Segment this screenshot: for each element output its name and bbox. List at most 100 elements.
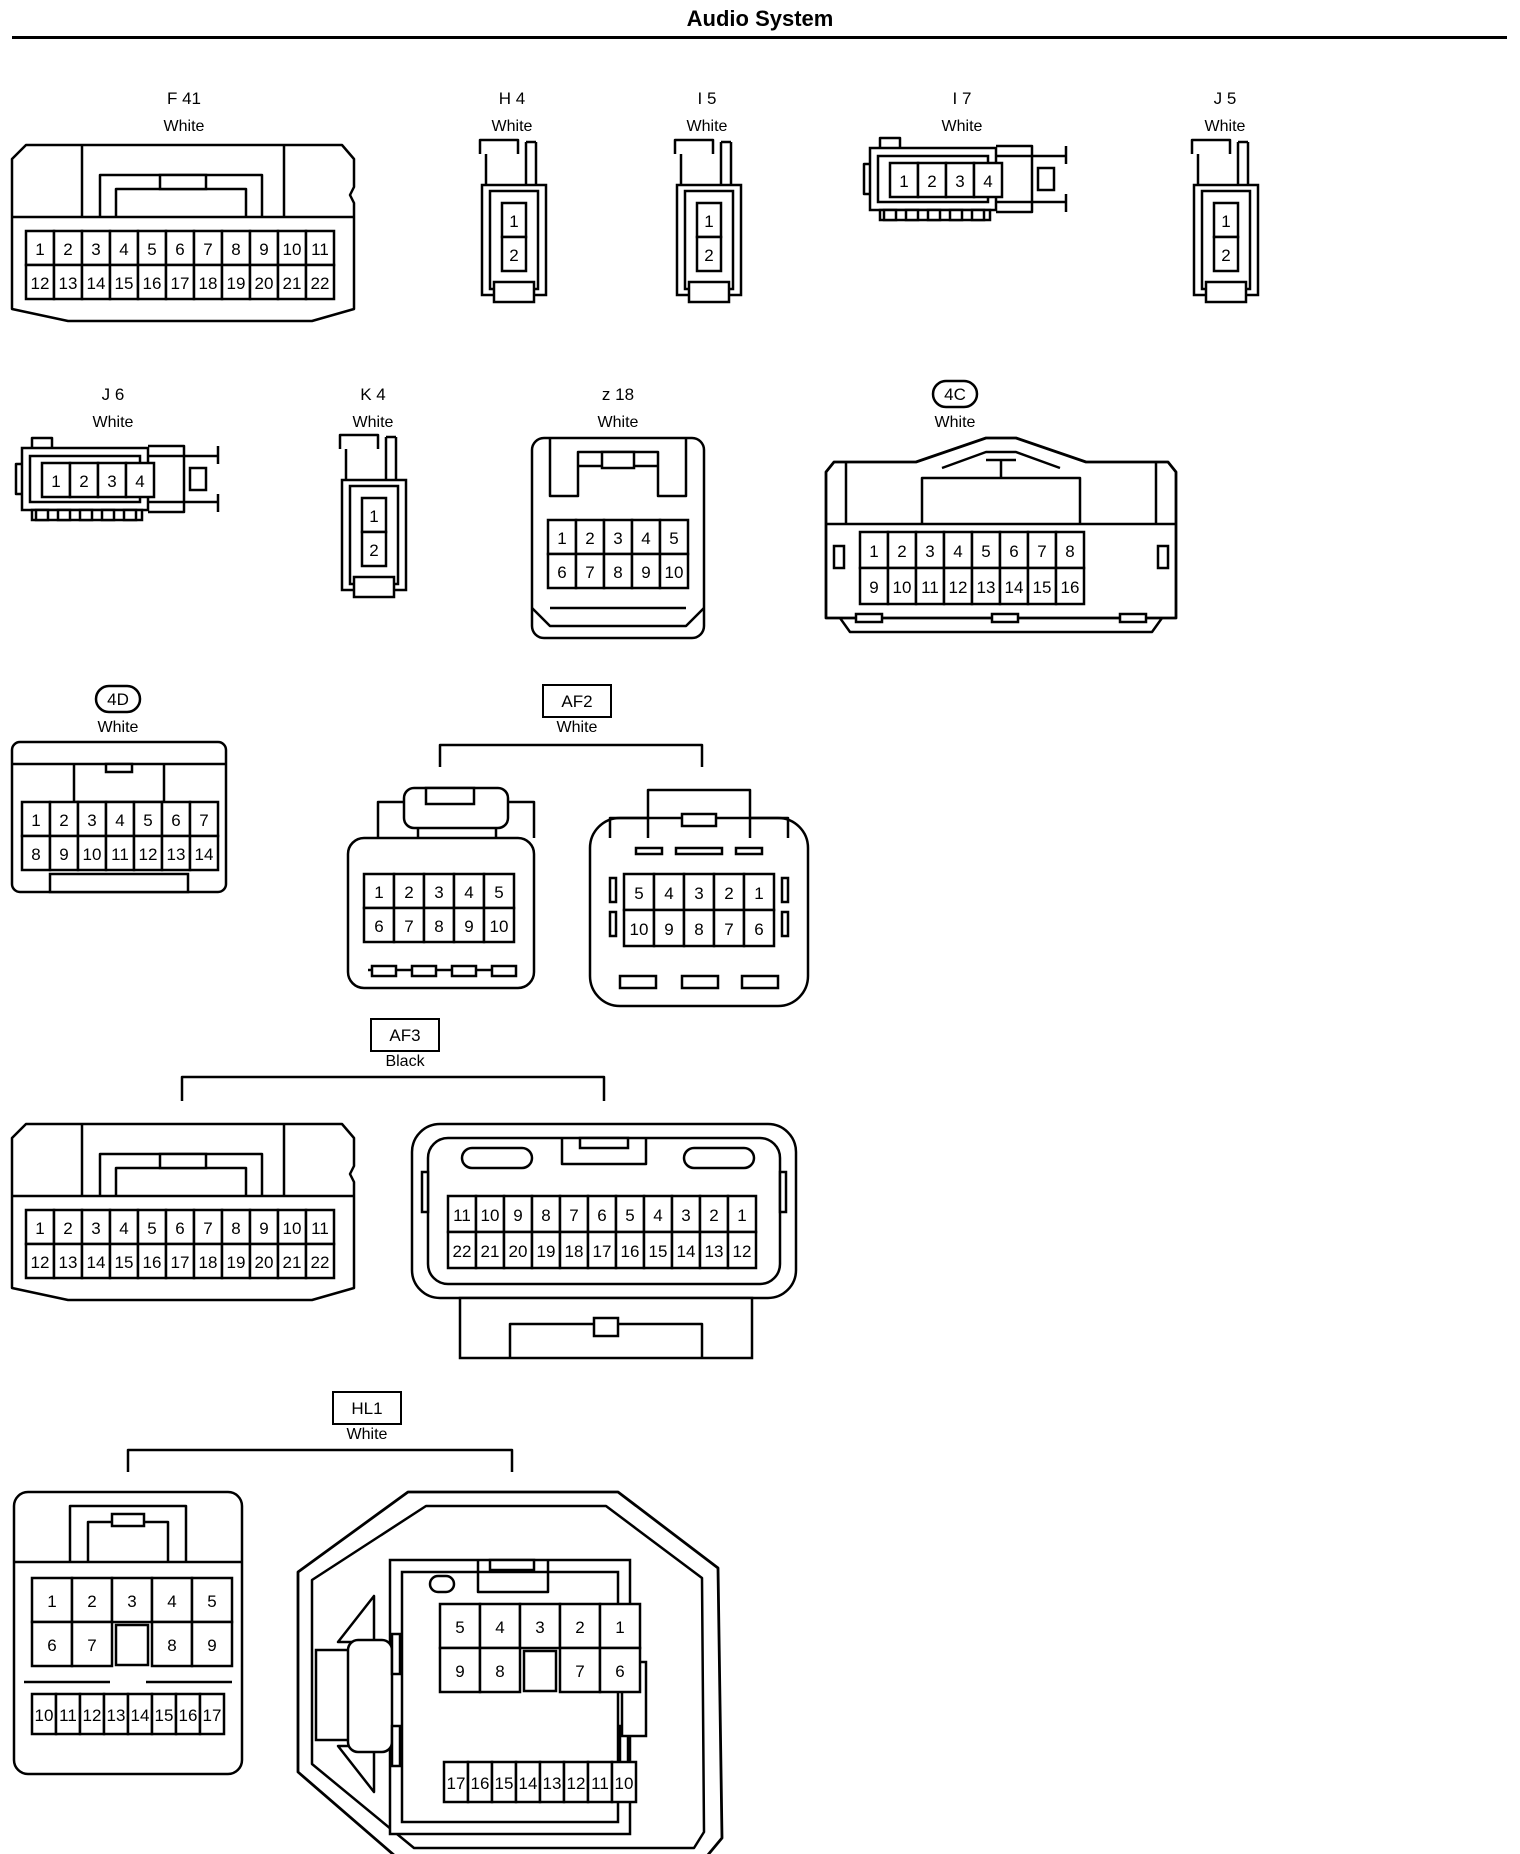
pin-number: 8 [31, 845, 40, 864]
pin-number: 3 [535, 1618, 544, 1637]
pin-cavity [586, 1230, 618, 1270]
pin-number: 5 [147, 1219, 156, 1238]
pin-number: 6 [171, 811, 180, 830]
connector-color: White [492, 118, 533, 135]
pin-cavity [220, 1242, 252, 1280]
pin-cavity [500, 235, 528, 273]
pin-number: 5 [634, 884, 643, 903]
pin-number: 7 [404, 917, 413, 936]
pin-number: 2 [585, 529, 594, 548]
pin-cavity [726, 1194, 758, 1234]
connector-color: White [935, 414, 976, 431]
connector-pair-bracket [126, 1448, 514, 1472]
page-title: Audio System [686, 6, 834, 31]
pin-cavity [622, 872, 656, 912]
pin-cavity [478, 1646, 522, 1694]
pin-cavity [478, 1602, 522, 1650]
pin-number: 7 [199, 811, 208, 830]
pin-cavity [160, 834, 192, 872]
pin-number: 12 [567, 1774, 586, 1793]
pin-number: 2 [1221, 246, 1230, 265]
pin-number: 22 [453, 1242, 472, 1261]
pin-cavity [24, 229, 56, 267]
pin-number: 12 [31, 274, 50, 293]
connector-pair-bracket [180, 1075, 606, 1101]
pin-number: 9 [464, 917, 473, 936]
pin-number: 10 [490, 917, 509, 936]
pin-number: 17 [593, 1242, 612, 1261]
pin-number: 11 [111, 845, 129, 864]
pin-cavity [558, 1646, 602, 1694]
pin-number: 5 [207, 1592, 216, 1611]
pin-number: 15 [495, 1774, 514, 1793]
pin-number: 4 [115, 811, 124, 830]
pin-number: 18 [199, 274, 218, 293]
pin-number: 21 [283, 274, 302, 293]
pin-cavity [52, 1242, 84, 1280]
pin-cavity [70, 1620, 114, 1668]
pin-cavity [160, 800, 192, 838]
pin-cavity [562, 1760, 590, 1804]
pin-number: 10 [665, 563, 684, 582]
pin-number: 13 [107, 1706, 126, 1725]
pin-number: 3 [434, 883, 443, 902]
pin-number: 13 [59, 274, 78, 293]
I5-pins: 12 [695, 201, 723, 273]
pin-cavity [642, 1230, 674, 1270]
pin-number: 10 [630, 920, 649, 939]
pin-number: 8 [231, 240, 240, 259]
pin-number: 3 [91, 1219, 100, 1238]
pin-number: 3 [87, 811, 96, 830]
pin-number: 1 [1221, 212, 1230, 231]
pin-number: 15 [649, 1242, 668, 1261]
pin-number: 8 [495, 1662, 504, 1681]
pin-cavity [482, 906, 516, 944]
pin-number: 19 [227, 274, 246, 293]
connector-badge-box [542, 684, 612, 718]
pin-number: 10 [283, 240, 302, 259]
pin-cavity [502, 1230, 534, 1270]
pin-number: 12 [83, 1706, 102, 1725]
pin-cavity [102, 1692, 130, 1736]
pin-cavity [220, 263, 252, 301]
pin-number: 5 [143, 811, 152, 830]
pin-number: 9 [664, 920, 673, 939]
pin-number: 1 [374, 883, 383, 902]
connector-pair-bracket [438, 743, 704, 767]
pin-number: 8 [1065, 542, 1074, 561]
pin-cavity [502, 1194, 534, 1234]
pin-cavity [670, 1230, 702, 1270]
pin-number: 14 [87, 274, 106, 293]
pin-number: 1 [51, 472, 60, 491]
pin-cavity [622, 908, 656, 948]
pin-cavity [1212, 235, 1240, 273]
connector-J5: 12 [1190, 138, 1260, 304]
pin-number: 15 [155, 1706, 174, 1725]
pin-cavity [108, 263, 140, 301]
pin-number: 6 [615, 1662, 624, 1681]
pin-number: 10 [893, 578, 912, 597]
pin-cavity [886, 566, 918, 606]
pin-cavity [150, 1620, 194, 1668]
pin-number: 4 [495, 1618, 504, 1637]
pin-number: 11 [311, 240, 329, 259]
pin-number: 9 [641, 563, 650, 582]
H4-pins: 12 [500, 201, 528, 273]
pin-number: 7 [585, 563, 594, 582]
